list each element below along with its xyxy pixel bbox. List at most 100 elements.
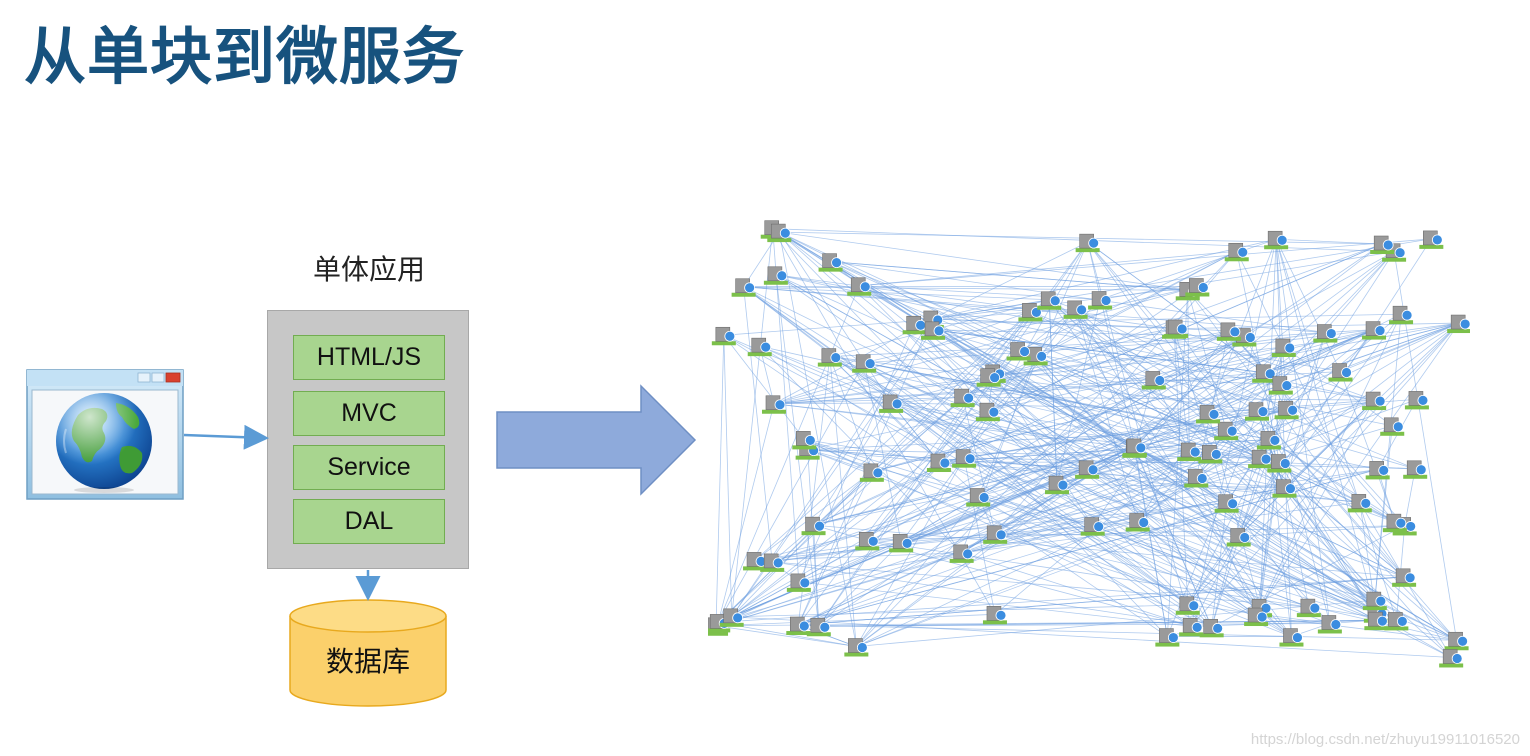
graph-edge	[779, 231, 1188, 291]
service-node-icon	[1075, 233, 1100, 253]
graph-edge	[798, 581, 1192, 627]
service-node-icon	[902, 315, 927, 335]
graph-edge	[1207, 251, 1395, 414]
service-node-icon	[1317, 615, 1342, 634]
service-node-icon	[719, 608, 744, 627]
service-node-icon	[926, 453, 951, 473]
graph-edge	[1133, 447, 1168, 637]
right-arrow-icon	[496, 384, 697, 496]
service-node-icon	[1389, 305, 1414, 325]
graph-edge	[1259, 314, 1402, 608]
service-node-icon	[1244, 402, 1269, 421]
service-node-icon	[982, 606, 1007, 625]
service-node-icon	[847, 277, 872, 296]
service-node-icon	[1037, 291, 1062, 310]
graph-edge	[1256, 410, 1457, 641]
graph-edge	[1211, 502, 1228, 628]
graph-edge	[901, 452, 1211, 543]
graph-edge	[743, 286, 773, 562]
graph-edge	[1075, 308, 1213, 628]
graph-edge	[856, 243, 1383, 647]
graph-edge	[1238, 238, 1432, 537]
graph-edge	[755, 521, 1138, 561]
graph-edge	[773, 396, 963, 405]
service-node-icon	[1384, 612, 1409, 631]
service-node-icon	[1380, 417, 1405, 436]
service-node-icon	[763, 266, 788, 285]
service-node-icon	[1313, 324, 1338, 343]
service-node-icon	[1006, 342, 1031, 361]
graph-edge	[859, 285, 1101, 300]
graph-edge	[931, 286, 1198, 320]
graph-edge	[1275, 239, 1292, 637]
service-node-icon	[786, 616, 811, 636]
service-node-icon	[1271, 338, 1296, 357]
service-node-icon	[1447, 314, 1470, 334]
service-node-icon	[1370, 235, 1395, 255]
service-node-icon	[1080, 517, 1105, 536]
graph-edge	[1259, 462, 1280, 608]
graph-edge	[1236, 251, 1361, 503]
graph-edge	[798, 521, 1138, 626]
layer-dal: DAL	[293, 499, 445, 544]
graph-edge	[775, 274, 820, 627]
graph-edge	[813, 330, 1230, 526]
graph-edge	[772, 541, 902, 563]
graph-edge	[804, 438, 939, 463]
graph-edge	[743, 286, 1031, 312]
graph-edge	[829, 336, 1245, 357]
graph-edge	[1275, 239, 1397, 621]
graph-edge	[718, 576, 1405, 623]
graph-edge	[759, 345, 1212, 628]
graph-edge	[931, 318, 1397, 621]
service-node-icon	[1279, 628, 1304, 647]
graph-edge	[731, 616, 1452, 658]
slide-title: 从单块到微服务	[24, 20, 466, 93]
graph-edge	[977, 241, 1089, 497]
graph-edge	[1087, 241, 1265, 374]
layer-mvc: MVC	[293, 391, 445, 436]
graph-edge	[772, 496, 979, 563]
graph-edge	[807, 346, 1284, 451]
service-node-icon	[1196, 405, 1221, 424]
graph-edge	[813, 468, 1088, 526]
graph-edge	[938, 461, 1377, 614]
service-node-icon	[801, 516, 826, 536]
graph-edge	[988, 376, 1292, 637]
graph-edge	[859, 250, 1237, 287]
graph-edge	[961, 552, 1192, 627]
watermark: https://blog.csdn.net/zhuyu19911016520	[1250, 731, 1520, 748]
graph-edge	[731, 228, 774, 617]
graph-edge	[914, 323, 1416, 470]
service-node-icon	[1164, 319, 1189, 338]
graph-edge	[775, 274, 1175, 330]
graph-edge	[759, 345, 1088, 470]
graph-edge	[731, 604, 1188, 618]
service-node-icon	[747, 337, 772, 357]
browser-to-monolith-arrow	[183, 424, 269, 450]
service-node-icon	[1214, 494, 1239, 513]
graph-edge	[1075, 308, 1261, 608]
graph-edge	[1049, 299, 1405, 526]
service-node-icon	[711, 326, 736, 346]
graph-edge	[1153, 379, 1190, 452]
graph-edge	[932, 329, 1211, 454]
service-node-icon	[976, 368, 1001, 387]
graph-edge	[798, 576, 1405, 626]
graph-edge	[914, 323, 1375, 401]
graph-edge	[1226, 502, 1377, 614]
service-node-icon	[921, 321, 946, 340]
monolith-container: HTML/JS MVC Service DAL	[267, 310, 469, 569]
monolith-label: 单体应用	[312, 253, 425, 286]
graph-edge	[743, 286, 1212, 628]
service-node-icon	[1439, 649, 1464, 668]
service-node-icon	[1185, 278, 1210, 297]
graph-edge	[1137, 329, 1375, 522]
service-node-icon	[1045, 475, 1070, 495]
service-node-icon	[1362, 321, 1387, 340]
graph-edge	[1133, 336, 1245, 449]
service-node-icon	[817, 348, 842, 367]
graph-edge	[1259, 251, 1395, 459]
graph-edge	[1259, 322, 1460, 608]
graph-edge	[1275, 239, 1341, 372]
